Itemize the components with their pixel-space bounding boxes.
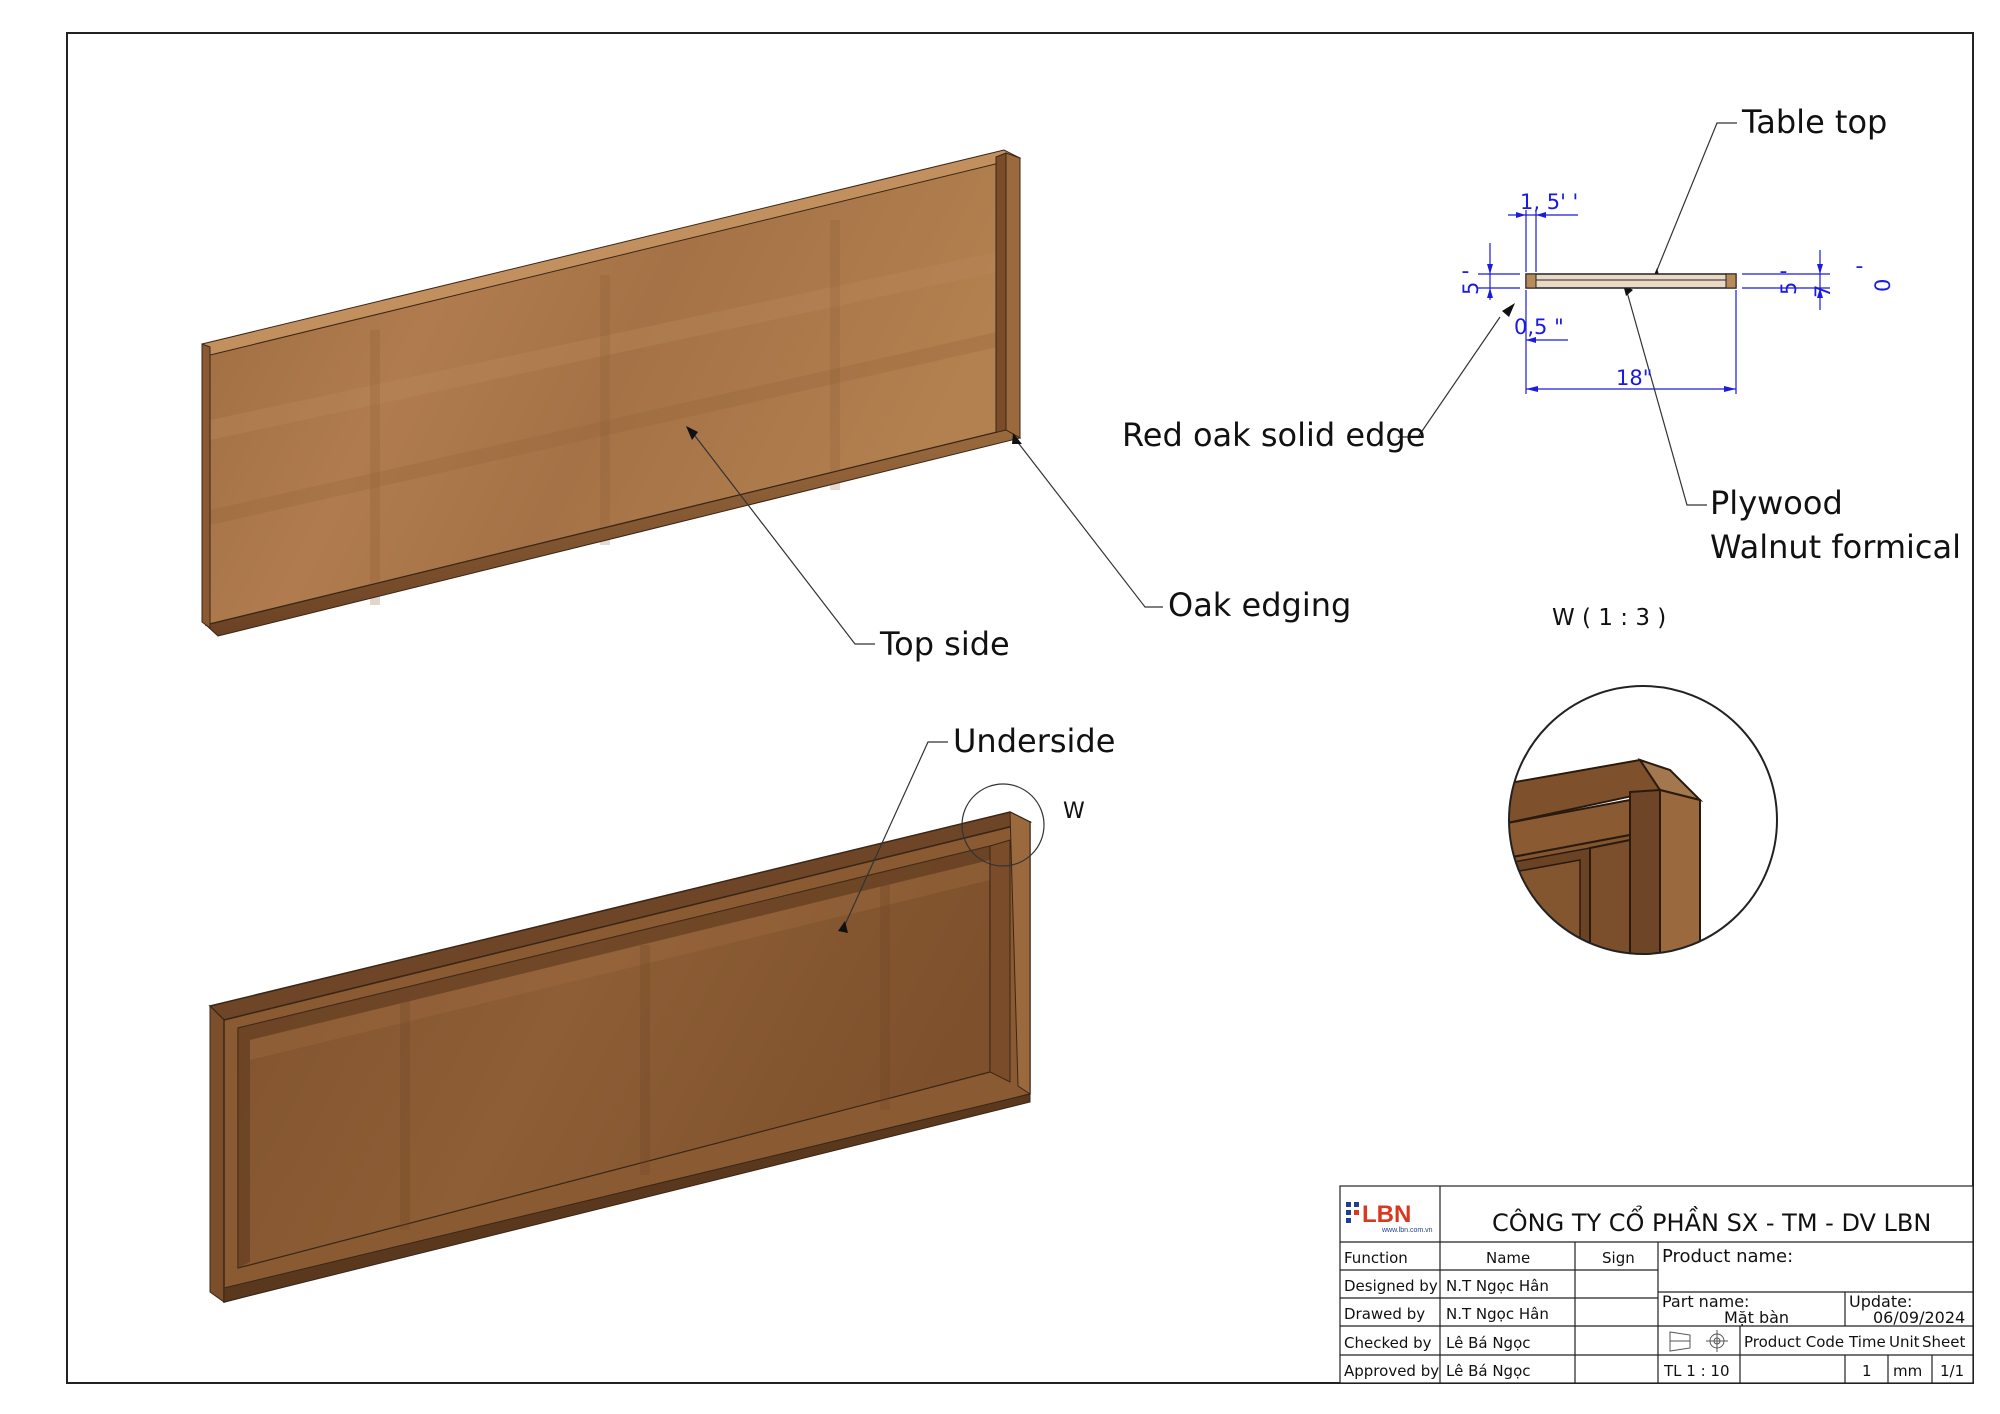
- dim-7: 7: [1811, 285, 1835, 298]
- label-top-side: Top side: [879, 625, 1010, 663]
- label-detail-marker: W: [1063, 799, 1085, 824]
- row-designed-name: N.T Ngọc Hân: [1446, 1277, 1549, 1295]
- sheet-value: 1/1: [1940, 1362, 1964, 1380]
- label-table-top: Table top: [1741, 103, 1887, 141]
- row-approved-function: Approved by: [1344, 1362, 1439, 1380]
- sheet-label: Sheet: [1922, 1333, 1965, 1351]
- unit-label: Unit: [1889, 1333, 1920, 1351]
- row-approved-name: Lê Bá Ngọc: [1446, 1362, 1531, 1380]
- time-label: Time: [1848, 1333, 1886, 1351]
- leader-lines: [691, 122, 1737, 930]
- row-designed-function: Designed by: [1344, 1277, 1438, 1295]
- company-logo: LBN www.lbn.com.vn: [1346, 1201, 1433, 1234]
- underside-panel-view: [208, 811, 1033, 1303]
- dimension-arrowheads: [1487, 212, 1823, 392]
- detail-w-view: [1508, 685, 1778, 955]
- row-drawed-name: N.T Ngọc Hân: [1446, 1305, 1549, 1323]
- dim-18: 18": [1616, 366, 1652, 390]
- label-detail-title: W ( 1 : 3 ): [1552, 605, 1666, 631]
- part-name-value: Mặt bàn: [1724, 1308, 1789, 1327]
- unit-value: mm: [1893, 1362, 1922, 1380]
- label-underside: Underside: [953, 722, 1115, 760]
- top-panel-view: [201, 149, 1022, 637]
- label-plywood: Plywood: [1710, 484, 1843, 522]
- label-red-oak-edge: Red oak solid edge: [1122, 416, 1425, 454]
- dim-prime: ': [1853, 264, 1877, 270]
- row-checked-name: Lê Bá Ngọc: [1446, 1334, 1531, 1352]
- time-value: 1: [1862, 1362, 1872, 1380]
- scale-value: TL 1 : 10: [1663, 1362, 1730, 1380]
- header-name: Name: [1486, 1249, 1530, 1267]
- dimension-lines: [1478, 210, 1830, 394]
- update-date: 06/09/2024: [1873, 1308, 1965, 1327]
- dim-5-left: 5 ': [1459, 269, 1483, 295]
- dim-5-right: 5 ': [1777, 269, 1801, 295]
- row-checked-function: Checked by: [1344, 1334, 1432, 1352]
- header-function: Function: [1344, 1249, 1408, 1267]
- update-label: Update:: [1849, 1292, 1912, 1311]
- part-name-label: Part name:: [1662, 1292, 1749, 1311]
- projection-symbol-icon: [1669, 1330, 1728, 1352]
- header-sign: Sign: [1602, 1249, 1635, 1267]
- table-top-section: [1525, 273, 1737, 289]
- dim-1-5: 1, 5' ': [1520, 190, 1578, 214]
- sheet-border: [66, 32, 1974, 1384]
- title-block: [1339, 1185, 1974, 1384]
- product-name-label: Product name:: [1662, 1246, 1793, 1267]
- label-oak-edging: Oak edging: [1168, 586, 1351, 624]
- logo-text: LBN: [1362, 1201, 1411, 1228]
- logo-url: www.lbn.com.vn: [1381, 1227, 1433, 1234]
- dim-0: 0: [1871, 279, 1895, 292]
- company-name: CÔNG TY CỔ PHẦN SX - TM - DV LBN: [1492, 1204, 1931, 1237]
- dim-0-5: 0,5 ": [1514, 315, 1564, 339]
- label-walnut-formical: Walnut formical: [1710, 528, 1961, 566]
- product-code-label: Product Code: [1744, 1333, 1844, 1351]
- row-drawed-function: Drawed by: [1344, 1305, 1425, 1323]
